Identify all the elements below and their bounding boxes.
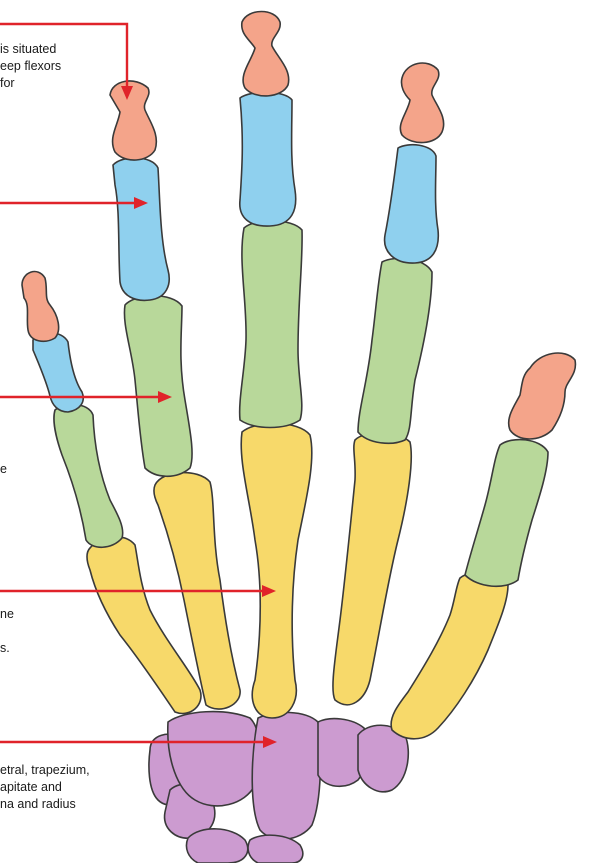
proximal-phalanx-thumb — [465, 440, 548, 587]
distal-phalanx-caption-fragment: is situated eep flexors for — [0, 41, 61, 92]
middle-phalanx-little — [33, 333, 83, 412]
carpal-bone-pisiform — [186, 829, 247, 863]
distal-phalanx-ring — [110, 81, 156, 160]
distal-phalanx-thumb — [509, 353, 576, 439]
middle-phalanx-ring — [113, 158, 169, 301]
distal-phalanx-little — [22, 272, 59, 342]
metacarpal-middle-finger — [241, 423, 312, 718]
carpal-caption-fragment: etral, trapezium, apitate and na and rad… — [0, 762, 90, 813]
metacarpal-caption-fragment: ne s. — [0, 606, 14, 657]
distal-phalanx-middle — [242, 12, 289, 96]
proximal-phalanx-caption-fragment: e — [0, 461, 7, 478]
proximal-phalanx-little — [54, 405, 123, 548]
proximal-phalanx-index — [358, 258, 432, 443]
proximal-phalanx-ring — [124, 296, 192, 477]
carpal-bone-triquetral — [248, 835, 303, 863]
carpal-bone-capitate — [252, 712, 320, 839]
proximal-phalanx-middle — [240, 221, 302, 428]
metacarpal-thumb — [391, 572, 508, 738]
carpal-bones — [149, 712, 408, 863]
distal-phalanx-index — [400, 63, 443, 143]
middle-phalanx-middle — [240, 92, 296, 226]
metacarpal-index-finger — [333, 433, 411, 705]
middle-phalanx-index — [385, 145, 439, 263]
